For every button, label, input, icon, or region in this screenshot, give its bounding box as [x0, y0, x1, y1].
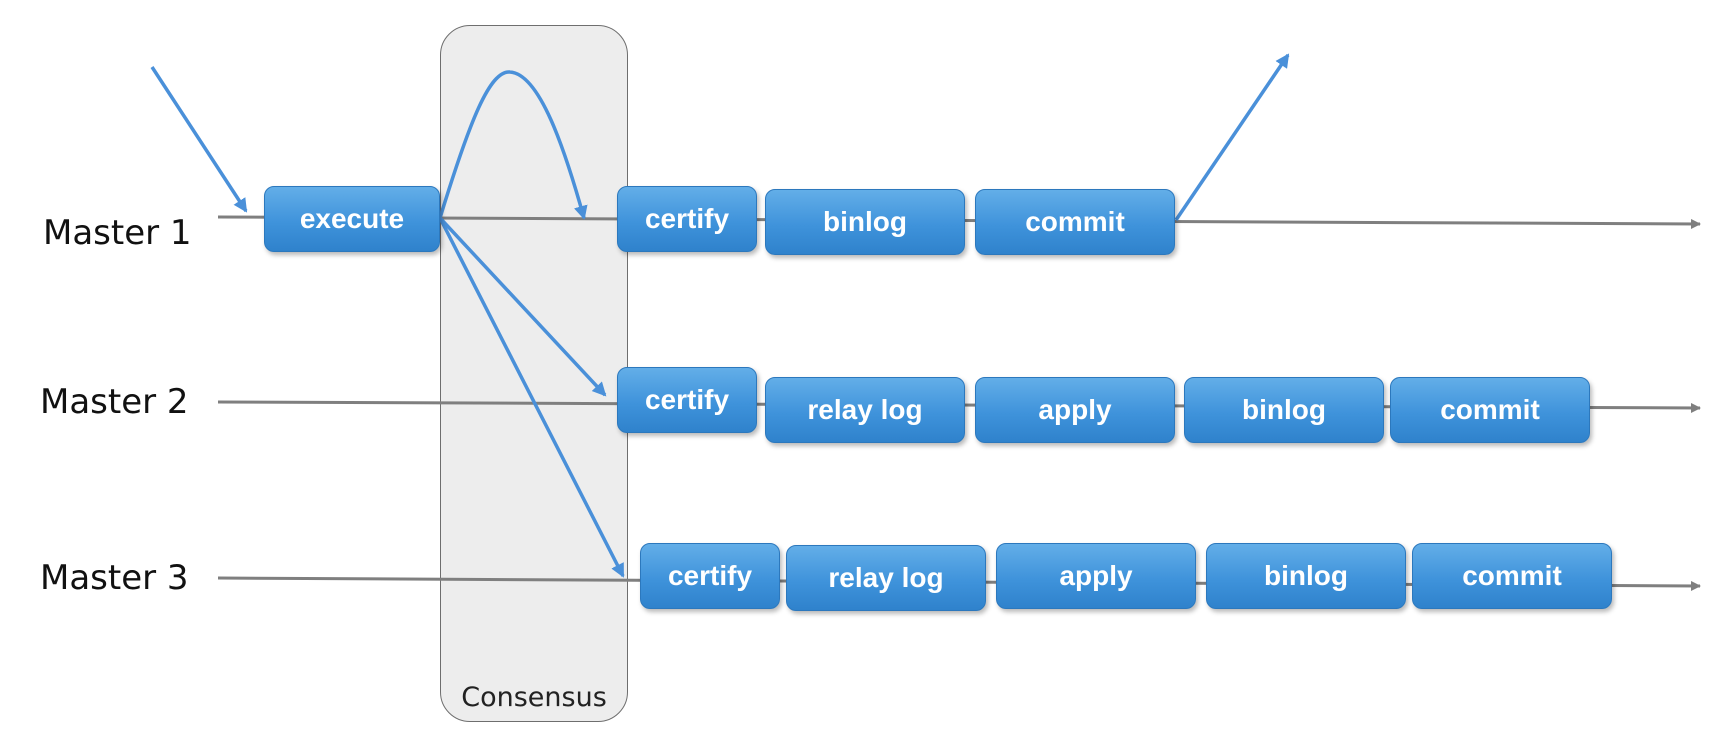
- propagate-master-2-arrow: [438, 216, 607, 397]
- master-2-step-apply: apply: [975, 377, 1175, 443]
- consensus-loop-arrow: [438, 70, 588, 220]
- master-2-step-commit: commit: [1390, 377, 1590, 443]
- outgoing-arrow: [1174, 53, 1290, 221]
- master-3-label: Master 3: [40, 558, 189, 598]
- propagate-master-3-arrow: [438, 217, 625, 578]
- master-2-step-certify: certify: [617, 367, 757, 433]
- master-1-step-execute: execute: [264, 186, 440, 252]
- master-1-step-binlog: binlog: [765, 189, 965, 255]
- master-2-step-relay-log: relay log: [765, 377, 965, 443]
- consensus-label: Consensus: [461, 682, 607, 713]
- master-1-step-certify: certify: [617, 186, 757, 252]
- master-1-step-commit: commit: [975, 189, 1175, 255]
- master-1-label: Master 1: [43, 213, 192, 253]
- master-2-label: Master 2: [40, 382, 189, 422]
- incoming-arrow: [150, 66, 248, 213]
- master-2-step-binlog: binlog: [1184, 377, 1384, 443]
- master-3-step-commit: commit: [1412, 543, 1612, 609]
- master-3-step-relay-log: relay log: [786, 545, 986, 611]
- master-3-step-certify: certify: [640, 543, 780, 609]
- master-3-step-apply: apply: [996, 543, 1196, 609]
- consensus-region: [440, 25, 628, 722]
- master-3-step-binlog: binlog: [1206, 543, 1406, 609]
